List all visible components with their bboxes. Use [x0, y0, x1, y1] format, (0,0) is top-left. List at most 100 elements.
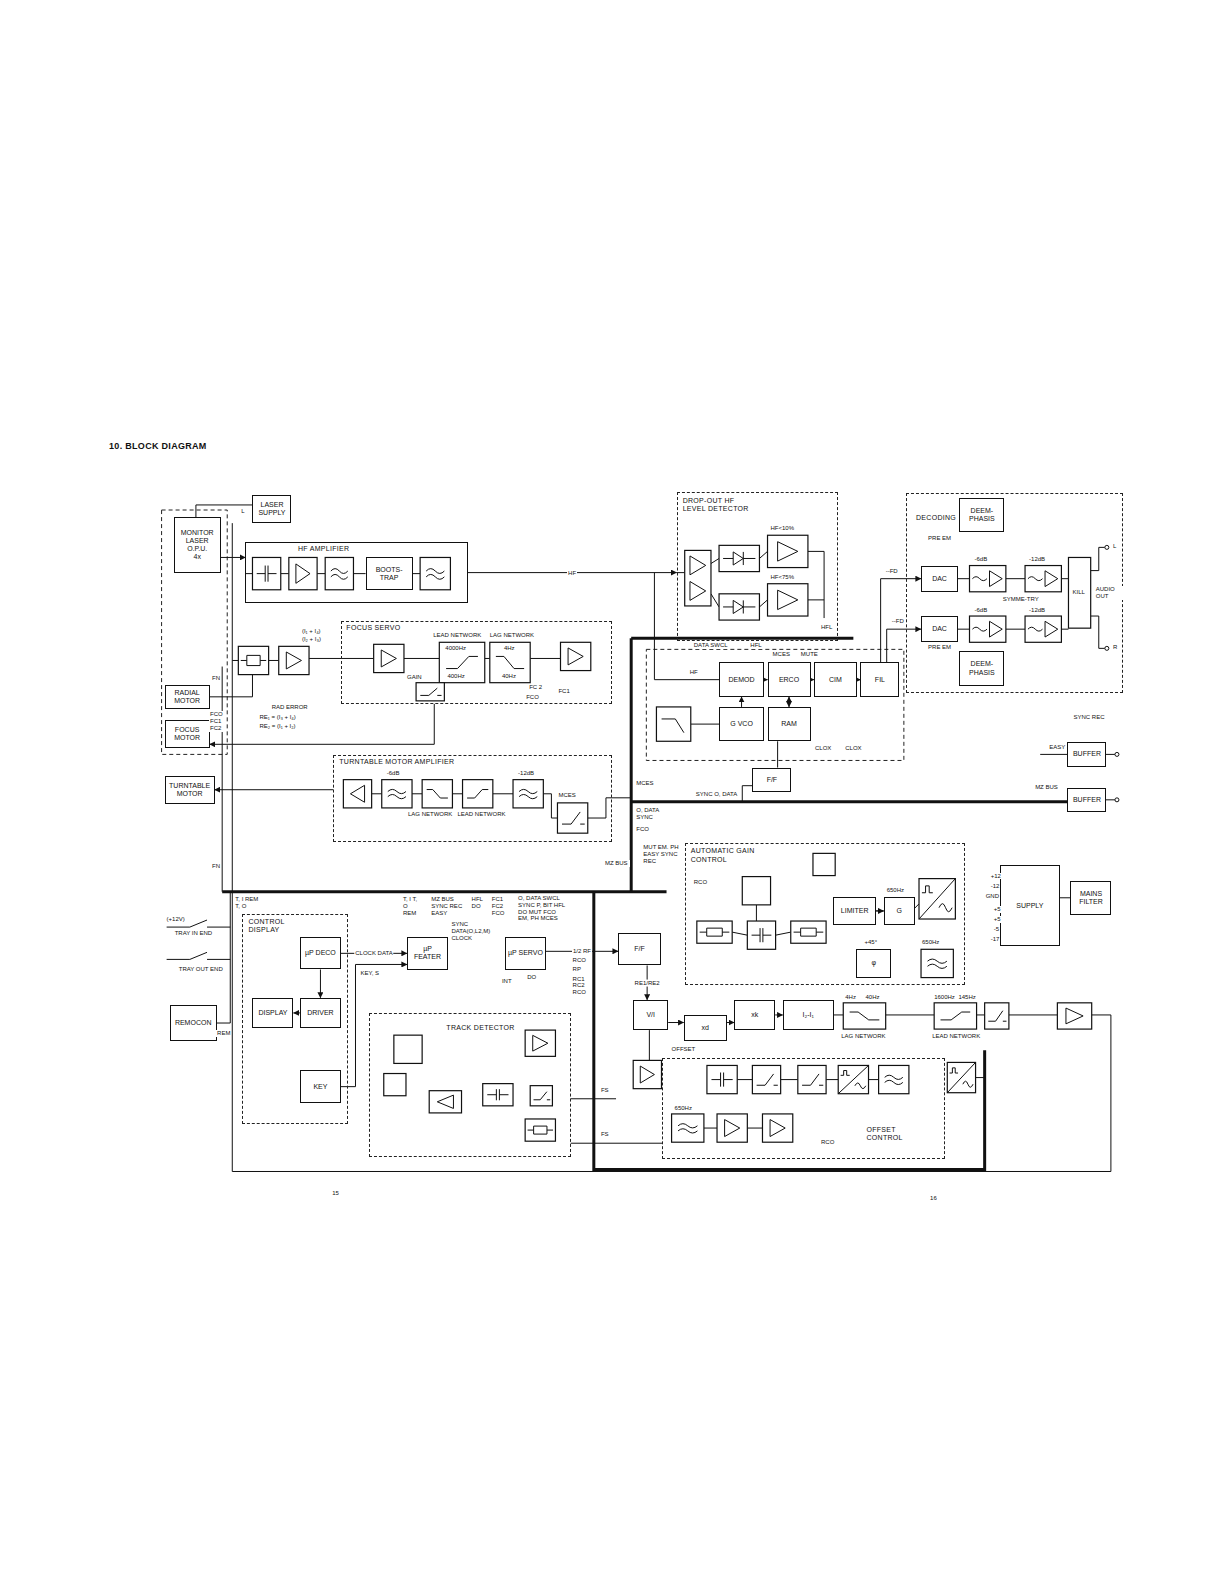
signal-wire — [711, 558, 719, 563]
block-box: V/I — [633, 1000, 668, 1030]
symbol-box — [717, 1114, 747, 1142]
signal-label: CLOX — [814, 745, 832, 752]
signal-wire — [747, 1128, 762, 1129]
symbol-box — [813, 853, 835, 875]
block-label: RAM — [771, 720, 808, 728]
signal-wire — [1061, 629, 1068, 630]
symbol-glyph — [794, 928, 824, 936]
signal-wire — [704, 1128, 717, 1129]
signal-wire — [232, 523, 1111, 1171]
symbol-glyph — [426, 569, 444, 580]
signal-wire — [808, 599, 824, 600]
symbol-glyph — [437, 1095, 453, 1108]
symbol-box — [429, 1091, 461, 1113]
signal-connector — [876, 910, 883, 911]
block-label: µP DECO — [303, 949, 338, 957]
block-label: DISPLAY — [255, 1009, 290, 1017]
symbol-box — [685, 550, 711, 606]
signal-label: MZ BUS — [604, 860, 630, 867]
symbol-glyph — [467, 790, 488, 798]
signal-wire — [167, 952, 207, 959]
signal-wire — [167, 920, 207, 927]
block-label: CIM — [817, 676, 854, 684]
signal-wire — [756, 905, 757, 921]
block-box: REMOCON — [170, 1005, 217, 1041]
symbol-box — [742, 877, 770, 905]
block-label: LIMITER — [836, 907, 873, 915]
signal-label: SYNC O, DATA — [695, 791, 738, 798]
signal-wire — [412, 793, 422, 794]
block-label: V/I — [636, 1011, 665, 1019]
symbol-box — [325, 557, 353, 589]
signal-label: (+12V) — [166, 916, 186, 923]
symbol-glyph — [725, 1120, 740, 1137]
circuit-symbol — [747, 921, 775, 949]
signal-label: 650Hz — [674, 1105, 693, 1112]
symbol-glyph — [988, 1011, 1006, 1022]
signal-wire — [1091, 616, 1105, 648]
signal-wire — [214, 892, 230, 1023]
signal-wire — [207, 927, 230, 928]
signal-connector — [887, 629, 921, 662]
signal-label: --FD — [891, 618, 905, 625]
region-heading: HF AMPLIFIER — [297, 545, 350, 553]
signal-label: MCES — [772, 651, 791, 658]
signal-connector — [775, 1014, 782, 1015]
symbol-box — [752, 1065, 780, 1093]
circuit-symbol — [530, 1086, 552, 1106]
symbol-glyph — [1028, 571, 1058, 587]
signal-label: LEAD NETWORK — [432, 632, 482, 639]
connector-label: CLOCK DATA — [354, 950, 393, 957]
symbol-glyph — [286, 652, 301, 669]
data-bus — [631, 637, 853, 640]
block-box: TURNTABLE MOTOR — [165, 776, 215, 804]
symbol-box — [921, 949, 953, 977]
circuit-symbol — [252, 557, 280, 589]
symbol-box — [672, 1114, 704, 1142]
signal-connector — [196, 505, 253, 517]
region-heading: FOCUS SERVO — [345, 624, 401, 632]
signal-wire — [759, 600, 767, 607]
block-label: G — [887, 907, 912, 915]
signal-label: LAG NETWORK — [407, 811, 453, 818]
dashed-region: FOCUS SERVO — [341, 621, 612, 704]
signal-wire — [737, 1079, 752, 1080]
block-box: µP FEATER — [407, 937, 448, 969]
signal-label: TRAY IN END — [174, 930, 213, 937]
circuit-symbol — [985, 1003, 1009, 1029]
signal-label: HFL — [820, 624, 833, 631]
signal-connector — [341, 953, 407, 954]
symbol-box — [560, 642, 590, 670]
block-box: ERCO — [768, 662, 811, 696]
block-label: DAC — [924, 575, 955, 583]
symbol-glyph — [296, 564, 310, 583]
signal-label: 145Hz — [957, 994, 976, 1001]
circuit-symbol — [422, 780, 452, 808]
symbol-glyph — [1066, 1008, 1083, 1024]
dashed-region: CONTROL DISPLAYµP DECODISPLAYDRIVERKEY — [242, 914, 348, 1124]
signal-label: 650Hz — [921, 939, 940, 946]
symbol-glyph — [723, 600, 755, 613]
signal-wire — [826, 1079, 838, 1080]
symbol-box — [934, 1003, 976, 1029]
block-box: KEY — [300, 1070, 341, 1102]
circuit-symbol — [557, 803, 587, 833]
region-heading: CONTROL DISPLAY — [247, 918, 299, 935]
symbol-box — [374, 644, 404, 672]
circuit-symbol — [970, 616, 1006, 642]
connector-group — [196, 505, 1071, 1087]
signal-label: SYNC REC — [1073, 714, 1106, 721]
block-box: BUFFER — [1067, 788, 1106, 812]
signal-label: HFL DO — [471, 896, 487, 910]
signal-label: OFFSET — [671, 1046, 697, 1053]
signal-label: RP — [572, 966, 582, 973]
signal-label: SYMME-TRY — [1002, 596, 1040, 603]
symbol-box — [633, 1060, 661, 1088]
dashed-region: TRACK DETECTOR — [369, 1013, 571, 1157]
symbol-box — [798, 1065, 826, 1093]
dashed-region: AUTOMATIC GAIN CONTROLLIMITERGφ — [685, 843, 966, 984]
signal-label: FS — [600, 1131, 610, 1138]
symbol-box — [490, 642, 530, 682]
block-box: µP DECO — [300, 937, 341, 969]
signal-connector — [546, 951, 618, 952]
